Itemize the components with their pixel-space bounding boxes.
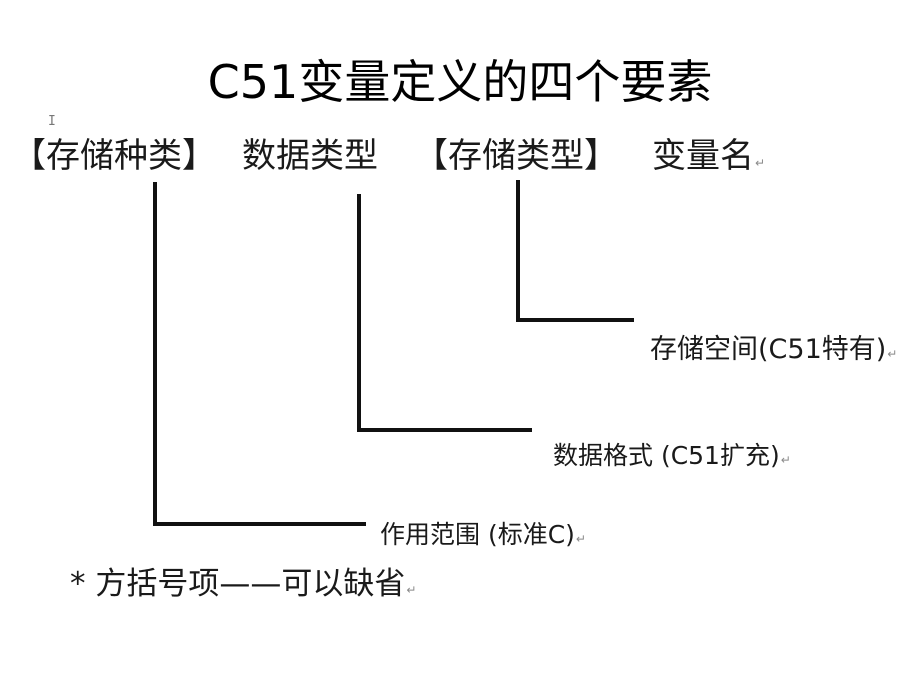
- text-cursor-icon: I: [48, 114, 56, 129]
- paragraph-mark-icon: ↵: [406, 583, 417, 597]
- syntax-storage-class: 【存储种类】: [12, 136, 216, 176]
- data-format-text: 数据格式 (C51扩充): [553, 441, 780, 470]
- connector-storage-space: [516, 180, 634, 322]
- syntax-data-type: 数据类型: [242, 136, 378, 176]
- variable-name-text: 变量名: [652, 136, 754, 176]
- connector-data-format: [357, 194, 532, 432]
- paragraph-mark-icon: ↵: [755, 156, 766, 170]
- paragraph-mark-icon: ↵: [887, 347, 898, 361]
- storage-space-text: 存储空间(C51特有): [650, 334, 887, 365]
- optional-note-text: * 方括号项——可以缺省: [70, 566, 406, 602]
- paragraph-mark-icon: ↵: [575, 532, 586, 546]
- connector-scope: [153, 182, 366, 526]
- scope-text: 作用范围 (标准C): [380, 520, 575, 548]
- syntax-memory-type: 【存储类型】: [414, 136, 618, 176]
- annotation-storage-space: 存储空间(C51特有)↵: [650, 330, 897, 374]
- slide-title: C51变量定义的四个要素: [207, 55, 713, 109]
- paragraph-mark-icon: ↵: [780, 453, 791, 467]
- annotation-scope: 作用范围 (标准C)↵: [380, 515, 586, 548]
- annotation-data-format: 数据格式 (C51扩充)↵: [553, 436, 791, 480]
- syntax-variable-name: 变量名↵: [652, 134, 765, 185]
- optional-note: * 方括号项——可以缺省↵: [70, 562, 416, 612]
